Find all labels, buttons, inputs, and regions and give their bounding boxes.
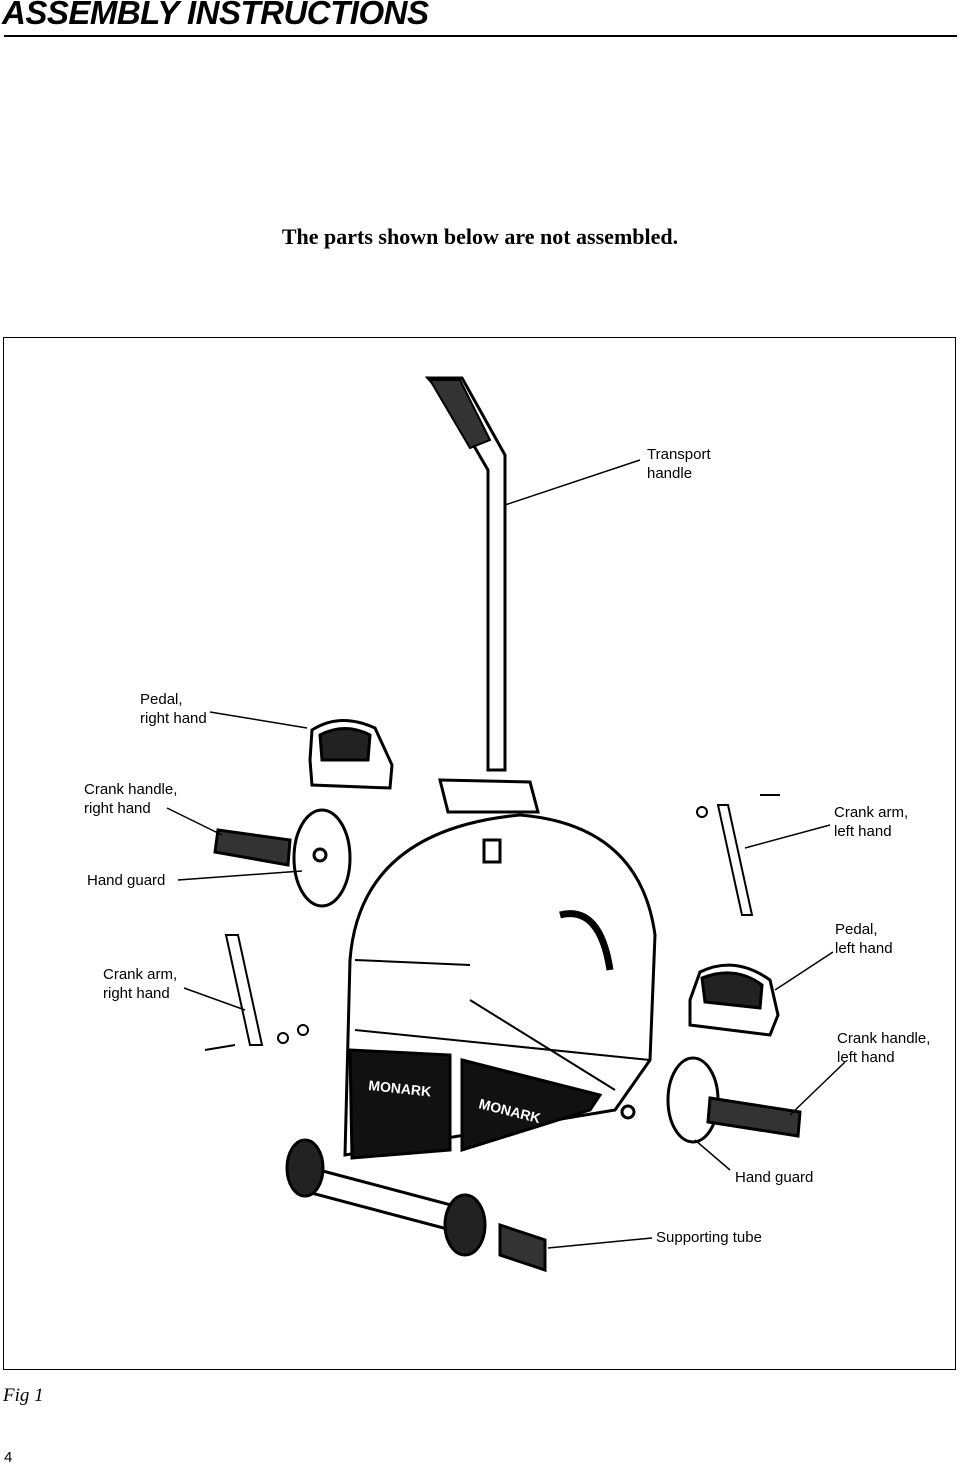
brand-logo-left: MONARK: [368, 1077, 432, 1099]
leader-transport-handle: [504, 459, 641, 506]
leader-crank-arm-right: [183, 987, 246, 1011]
crank-arm-left-drawing: [696, 794, 780, 916]
housing-drawing: [343, 778, 657, 1160]
leader-crank-arm-left: [744, 824, 831, 849]
label-crank-handle-right: Crank handle, right hand: [84, 781, 178, 817]
header-rule: [4, 35, 957, 37]
intro-text: The parts shown below are not assembled.: [281, 224, 679, 249]
leader-pedal-left: [774, 951, 834, 991]
pedal-right-drawing: [308, 718, 394, 790]
leader-pedal-right: [209, 711, 308, 729]
figure-caption: Fig 1: [3, 1385, 44, 1406]
base-wheels-drawing: [285, 1138, 547, 1273]
leader-supporting-tube: [547, 1237, 653, 1249]
page-number: 4: [4, 1449, 13, 1466]
pedal-left-drawing: [688, 963, 780, 1037]
page-header-title: ASSEMBLY INSTRUCTIONS: [2, 0, 429, 31]
label-hand-guard-1: Hand guard: [87, 872, 166, 889]
label-pedal-right: Pedal, right hand: [140, 691, 207, 727]
crank-arm-right-drawing: [204, 934, 309, 1051]
label-transport-handle: Transport handle: [647, 446, 711, 482]
figure-frame: [3, 337, 956, 1370]
label-pedal-left: Pedal, left hand: [835, 921, 893, 957]
leader-hand-guard-1: [177, 870, 303, 881]
label-hand-guard-2: Hand guard: [735, 1169, 814, 1186]
crank-handle-left-drawing: [666, 1056, 802, 1144]
label-crank-arm-right: Crank arm, right hand: [103, 966, 178, 1002]
leader-hand-guard-2: [694, 1139, 731, 1171]
transport-handle-drawing: [424, 376, 507, 772]
leader-crank-handle-left: [789, 1061, 846, 1116]
label-crank-handle-left: Crank handle, left hand: [837, 1030, 931, 1066]
leader-lines: [166, 459, 846, 1249]
crank-handle-right-drawing: [213, 808, 352, 908]
leader-crank-handle-right: [166, 807, 223, 836]
label-crank-arm-left: Crank arm, left hand: [834, 804, 909, 840]
label-supporting-tube: Supporting tube: [656, 1229, 762, 1246]
